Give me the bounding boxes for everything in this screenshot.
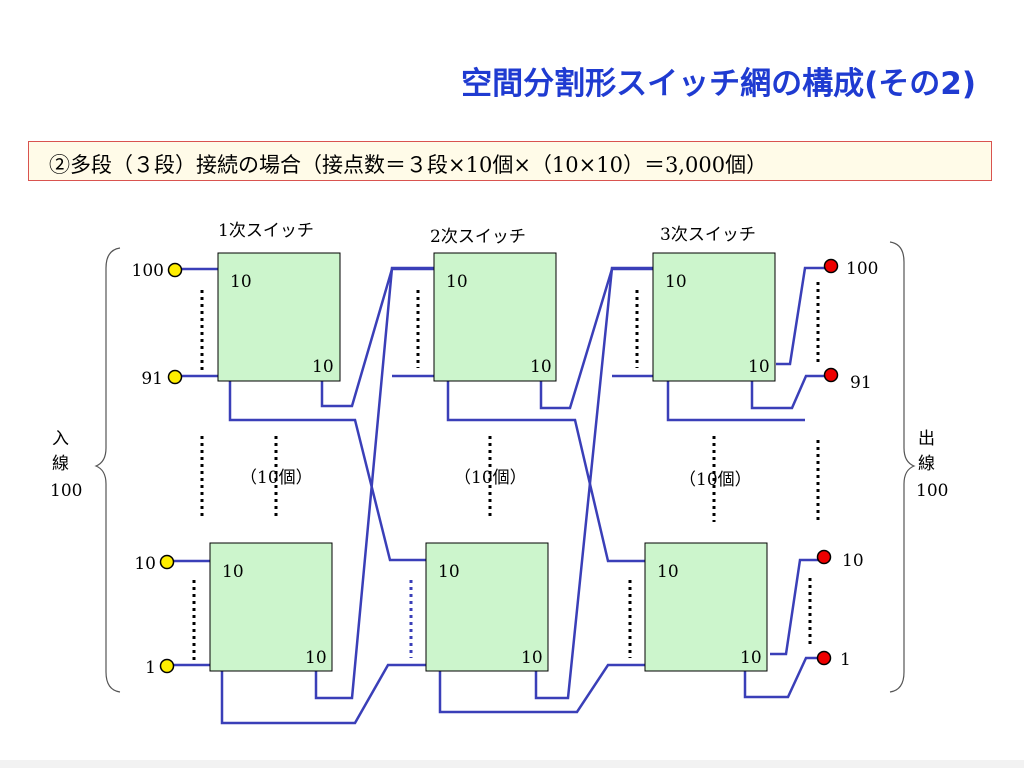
port-in-label: 10	[438, 562, 460, 582]
ellipsis-dots	[192, 282, 820, 660]
output-terminal-91	[823, 367, 839, 383]
switch-stage1-top	[217, 252, 341, 382]
port-out-label: 10	[521, 648, 543, 668]
svg-text:線: 線	[52, 454, 69, 474]
output-label-10: 10	[842, 551, 864, 571]
svg-text:出: 出	[918, 429, 935, 449]
svg-text:100: 100	[916, 481, 948, 501]
input-label-1: 1	[145, 658, 156, 678]
count-label-3: （10個）	[679, 470, 752, 490]
stage-label-3: 3次スイッチ	[660, 225, 756, 245]
input-side-label: 入 線 100	[50, 429, 82, 501]
switch-stage1-bottom	[209, 542, 333, 672]
port-out-label: 10	[305, 648, 327, 668]
svg-text:入: 入	[52, 429, 69, 449]
connection-lines	[172, 266, 825, 725]
count-label-1: （10個）	[240, 468, 313, 488]
switch-stage2-top	[433, 252, 557, 382]
output-brace	[889, 241, 916, 693]
port-out-label: 10	[312, 357, 334, 377]
port-in-label: 10	[230, 272, 252, 292]
output-terminal-1	[816, 650, 832, 666]
output-label-100: 100	[846, 259, 878, 279]
port-in-label: 10	[446, 272, 468, 292]
output-terminal-100	[823, 258, 839, 274]
input-terminals	[159, 262, 183, 674]
subtitle-box: ②多段（３段）接続の場合（接点数＝３段×10個×（10×10）＝3,000個）	[28, 141, 992, 181]
switch-stage3-bottom	[644, 542, 768, 672]
input-terminal-10	[159, 554, 175, 570]
switch-stage2-bottom	[425, 542, 549, 672]
footer-strip	[0, 760, 1024, 768]
input-label-10: 10	[134, 554, 156, 574]
input-terminal-100	[167, 262, 183, 278]
port-in-label: 10	[222, 562, 244, 582]
switch-stage3-top	[652, 252, 776, 382]
count-label-2: （10個）	[454, 468, 527, 488]
input-brace	[94, 247, 121, 693]
switch-boxes	[209, 252, 776, 672]
subtitle-text: ②多段（３段）接続の場合（接点数＝３段×10個×（10×10）＝3,000個）	[49, 153, 768, 177]
input-terminal-91	[167, 369, 183, 385]
switch-port-labels: 10 10 10 10 10 10 10 10 10 10 10 10	[222, 272, 770, 668]
port-in-label: 10	[657, 562, 679, 582]
page-title: 空間分割形スイッチ網の構成(その2)	[461, 66, 976, 102]
port-out-label: 10	[740, 648, 762, 668]
svg-text:100: 100	[50, 481, 82, 501]
stage-label-1: 1次スイッチ	[218, 221, 314, 241]
output-terminal-10	[816, 549, 832, 565]
output-label-1: 1	[840, 650, 851, 670]
output-label-91: 91	[850, 373, 872, 393]
output-side-label: 出 線 100	[916, 429, 948, 501]
output-terminals	[816, 258, 839, 666]
svg-text:線: 線	[918, 454, 935, 474]
input-label-91: 91	[141, 369, 163, 389]
stage-label-2: 2次スイッチ	[430, 227, 526, 247]
input-label-100: 100	[132, 261, 164, 281]
input-terminal-1	[159, 658, 175, 674]
output-terminal-labels: 100 91 10 1	[840, 259, 878, 670]
input-terminal-labels: 100 91 10 1	[132, 261, 164, 678]
port-out-label: 10	[530, 357, 552, 377]
port-in-label: 10	[665, 272, 687, 292]
port-out-label: 10	[748, 357, 770, 377]
